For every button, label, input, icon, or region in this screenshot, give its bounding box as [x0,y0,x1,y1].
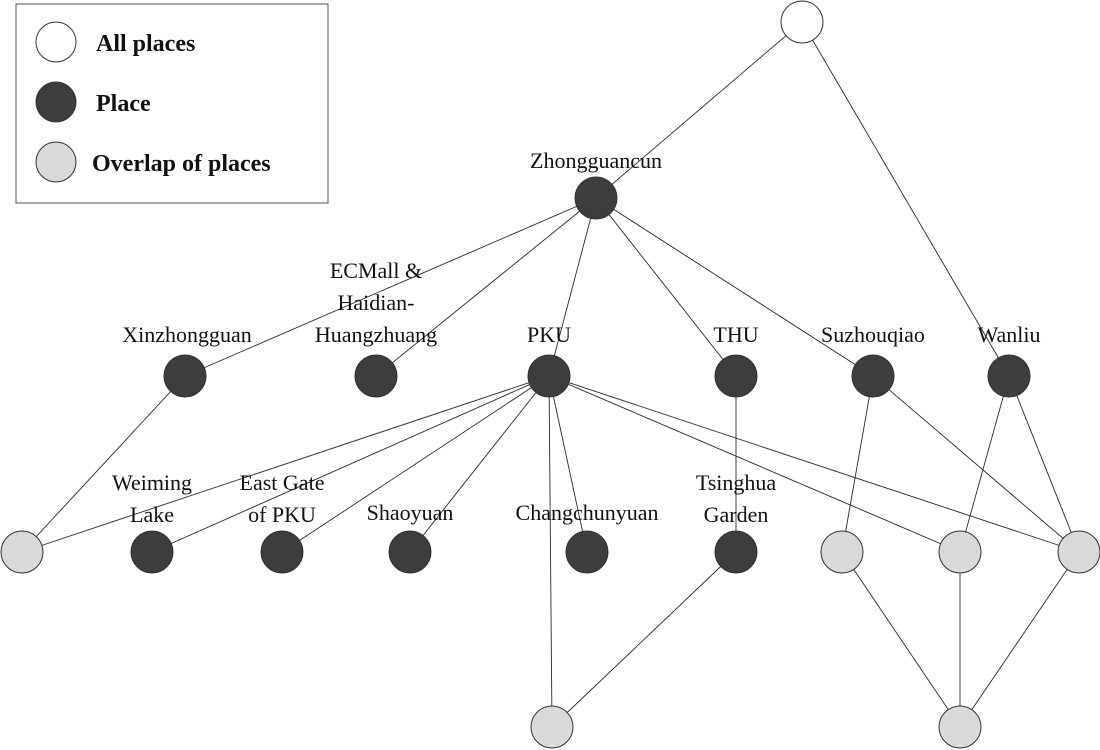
label-ecmall-line-1: ECMall & [330,258,422,283]
label-weiming_lake-line-1: Weiming [112,470,192,495]
node-wanliu [987,354,1031,398]
edges-layer [21,21,1080,728]
edge-zhongguancun-to-suzhouqiao [595,197,874,377]
label-shaoyuan: Shaoyuan [367,500,454,525]
edge-pku-to-weiming_lake [151,375,550,553]
node-tsinghua_garden [714,530,758,574]
label-ecmall-line-3: Huangzhuang [315,322,437,347]
label-thu: THU [713,322,758,347]
edge-wanliu-to-overlap_pku_wanliu [959,375,1010,553]
edge-pku-to-overlap_xinzhongguan_pku [21,375,550,553]
node-root [780,0,824,44]
node-shaoyuan [388,530,432,574]
node-zhongguancun [574,176,618,220]
edge-pku-to-overlap_pku_tsinghua_garden [548,375,553,728]
legend-all-places-label: All places [96,31,195,57]
node-overlap_bottom_right [938,705,982,749]
label-pku: PKU [527,322,571,347]
edge-wanliu-to-overlap_pku_suzhouqiao_wanliu [1008,375,1080,553]
edge-xinzhongguan-to-overlap_xinzhongguan_pku [21,375,186,553]
node-thu [714,354,758,398]
label-zhongguancun: Zhongguancun [530,148,662,173]
edge-pku-to-changchunyuan [548,375,588,553]
legend-overlap-icon [35,141,77,183]
node-changchunyuan [565,530,609,574]
edge-zhongguancun-to-ecmall [375,197,597,377]
node-xinzhongguan [163,354,207,398]
node-overlap_xinzhongguan_pku [0,530,44,574]
edge-root-to-wanliu [801,21,1010,377]
edge-overlap_pku_suzhouqiao_wanliu-to-overlap_bottom_right [959,551,1080,728]
edge-zhongguancun-to-pku [548,197,597,377]
label-wanliu: Wanliu [978,322,1041,347]
label-tsinghua_garden-line-1: Tsinghua [696,470,777,495]
label-xinzhongguan: Xinzhongguan [122,322,252,347]
node-east_gate_pku [260,530,304,574]
label-east_gate_pku-line-2: of PKU [248,502,316,527]
node-suzhouqiao [851,354,895,398]
edge-zhongguancun-to-xinzhongguan [184,197,597,377]
node-pku [527,354,571,398]
edge-pku-to-east_gate_pku [281,375,550,553]
label-changchunyuan: Changchunyuan [516,500,659,525]
legend-overlap-label: Overlap of places [92,151,271,177]
legend-place-label: Place [96,91,151,117]
label-tsinghua_garden-line-2: Garden [704,502,769,527]
label-weiming_lake-line-2: Lake [130,502,174,527]
edge-zhongguancun-to-thu [595,197,737,377]
node-weiming_lake [130,530,174,574]
legend-all-places-icon [35,21,77,63]
edge-tsinghua_garden-to-overlap_pku_tsinghua_garden [551,551,737,728]
node-overlap_pku_wanliu [938,530,982,574]
node-overlap_pku_tsinghua_garden [530,705,574,749]
legend-place-icon [35,81,77,123]
edge-pku-to-overlap_pku_wanliu [548,375,961,553]
legend: All places Place Overlap of places [15,3,329,204]
edge-pku-to-overlap_pku_suzhouqiao_wanliu [548,375,1080,553]
node-ecmall [354,354,398,398]
label-east_gate_pku-line-1: East Gate [240,470,325,495]
edge-suzhouqiao-to-overlap_pku_suzhouqiao_wanliu [872,375,1080,553]
edge-overlap_pku_suzhouqiao-to-overlap_bottom_right [841,551,961,728]
label-ecmall-line-2: Haidian- [338,290,415,315]
edge-pku-to-shaoyuan [409,375,550,553]
node-overlap_pku_suzhouqiao [820,530,864,574]
edge-root-to-zhongguancun [595,21,803,199]
edge-suzhouqiao-to-overlap_pku_suzhouqiao [841,375,874,553]
label-suzhouqiao: Suzhouqiao [821,322,925,347]
node-overlap_pku_suzhouqiao_wanliu [1057,530,1100,574]
